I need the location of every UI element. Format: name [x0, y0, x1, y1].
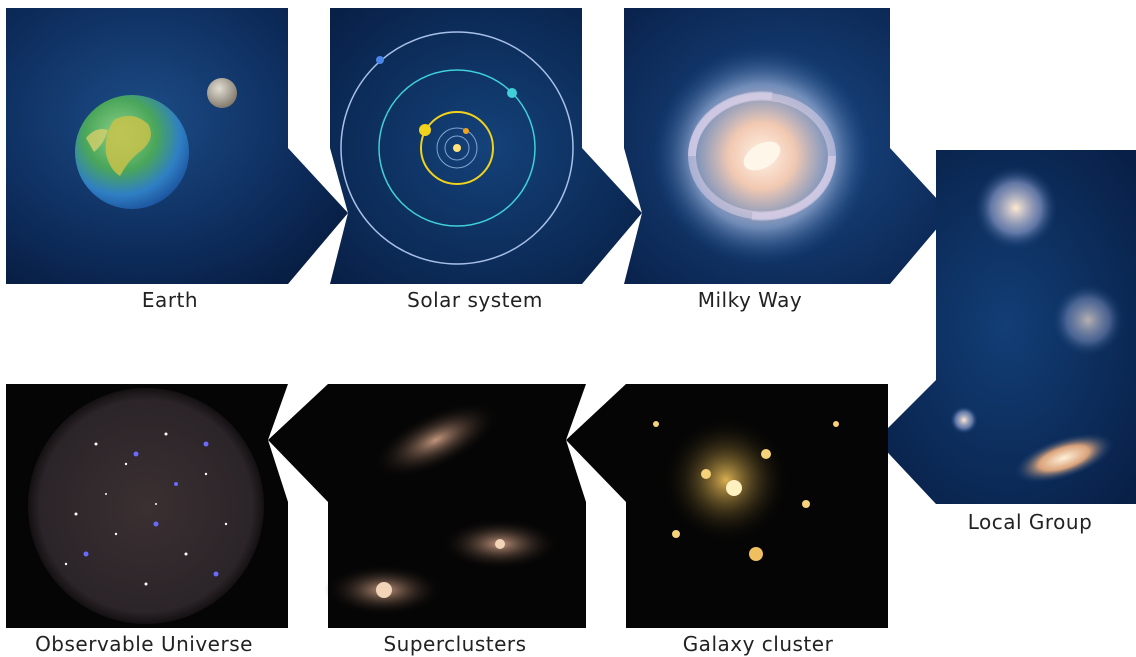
- moon-icon: [207, 78, 237, 108]
- stage-label-earth: Earth: [141, 288, 199, 312]
- superclusters-panel: [268, 384, 586, 628]
- superclusters-image: [268, 384, 586, 628]
- stage-label-milky-way: Milky Way: [697, 288, 803, 312]
- stage-label-solar-system: Solar system: [407, 288, 543, 312]
- observable-universe-image: [6, 384, 288, 628]
- solar-system-image: [330, 8, 642, 284]
- observable-universe-panel: [6, 384, 288, 628]
- galaxy-cluster-image: [566, 384, 888, 628]
- earth-panel: [6, 8, 348, 284]
- stage-label-superclusters: Superclusters: [383, 632, 527, 656]
- galaxy-icon: [974, 166, 1058, 250]
- galaxy-cluster-panel: [566, 384, 888, 628]
- stage-label-galaxy-cluster: Galaxy cluster: [682, 632, 834, 656]
- solar-system-panel: [330, 8, 642, 284]
- stage-label-observable-universe: Observable Universe: [35, 632, 253, 656]
- local-group-panel: [876, 150, 1136, 504]
- milky-way-panel: [624, 8, 950, 284]
- sun-icon: [453, 144, 461, 152]
- stage-label-local-group: Local Group: [967, 510, 1093, 534]
- milky-way-image: [624, 8, 950, 284]
- universe-icon: [28, 388, 264, 624]
- planet-icon: [419, 124, 431, 136]
- earth-image: [6, 8, 348, 284]
- local-group-image: [876, 150, 1136, 504]
